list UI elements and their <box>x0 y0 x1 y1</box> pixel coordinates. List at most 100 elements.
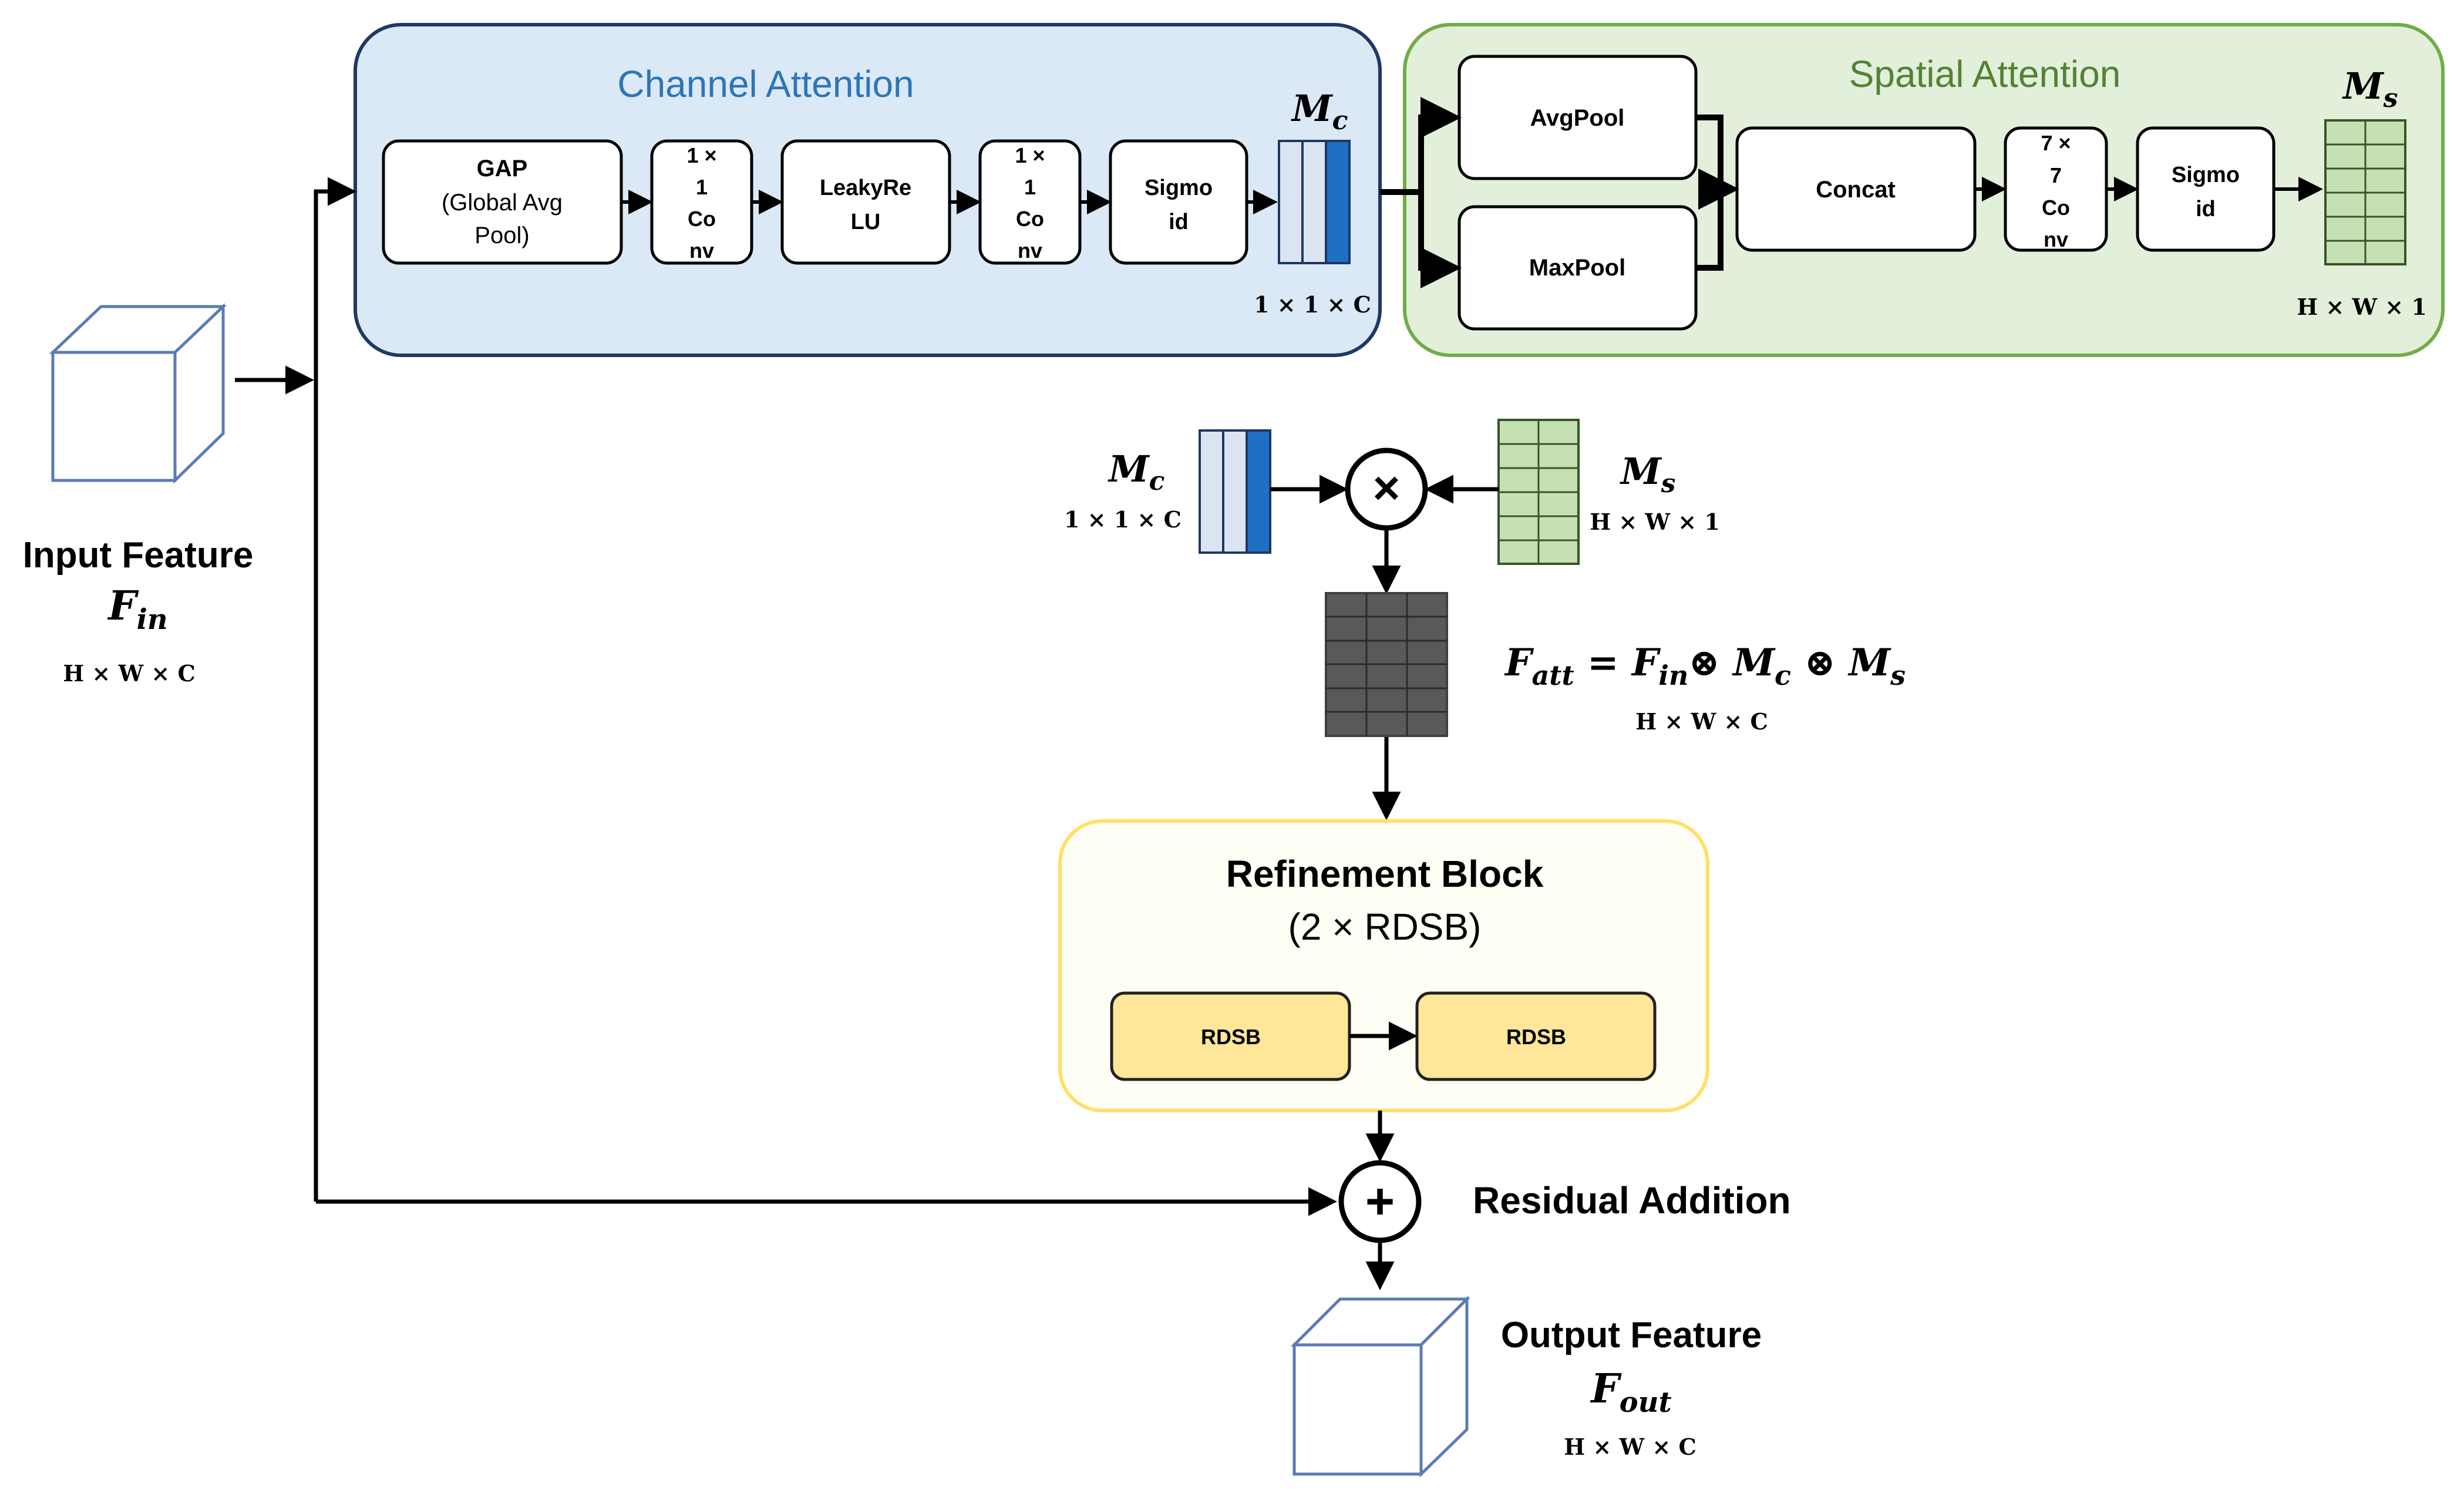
arrow-avgpool-to-concat <box>1696 115 1739 210</box>
mc-label-middle-sub: c <box>1149 466 1165 496</box>
maxpool-block: MaxPool <box>1457 205 1698 331</box>
spatial-sigmoid-label-line1: Sigmo <box>2172 163 2240 187</box>
mc-vector-top <box>1278 140 1351 264</box>
concat-label: Concat <box>1816 177 1896 203</box>
channel-sigmoid-box <box>1109 139 1248 265</box>
conv1x1-label-2-line1: 1 × <box>1015 143 1045 167</box>
spatial-attention-panel: Spatial Attention AvgPool MaxPool Concat… <box>1380 23 2445 357</box>
conv1x1-label-1-line2: 1 <box>696 175 708 199</box>
mc-label-middle: Mc <box>1108 448 1165 496</box>
output-feature-title: Output Feature <box>1501 1315 1762 1355</box>
mc-cell <box>1199 429 1224 554</box>
conv7x7-label-line1: 7 × <box>2041 131 2071 155</box>
fatt-map <box>1325 592 1448 737</box>
mc-cell <box>1278 140 1304 264</box>
spatial-sigmoid-box <box>2136 126 2276 252</box>
ms-map-middle-gridlines <box>1499 420 1578 564</box>
conv7x7-block: 7 × 7 Co nv <box>2004 126 2108 252</box>
input-feature-symbol: Fin <box>107 583 167 636</box>
eq-otimes2: ⊗ <box>1791 641 1836 685</box>
mc-label-middle-base: M <box>1108 448 1150 490</box>
conv7x7-label-line3: Co <box>2042 196 2070 220</box>
eq-f2: F <box>1631 641 1661 685</box>
conv1x1-block-1: 1 × 1 Co nv <box>650 139 753 265</box>
conv7x7-label-line4: nv <box>2044 227 2068 251</box>
residual-section: + Residual Addition <box>1338 1111 1791 1290</box>
eq-m2: M <box>1836 641 1891 685</box>
channel-sigmoid-block: Sigmo id <box>1109 139 1248 265</box>
channel-sigmoid-label-line1: Sigmo <box>1145 176 1213 200</box>
arrow-to-avgpool <box>1380 97 1462 195</box>
conv1x1-label-2-line4: nv <box>1018 238 1042 263</box>
fusion-section: Mc 1 × 1 × C Ms H × W × 1 × <box>1064 419 1906 820</box>
eq-equals: = <box>1574 641 1632 685</box>
output-feature-symbol: Fout <box>1590 1365 1671 1419</box>
input-cube <box>49 303 227 484</box>
ms-label-top-base: M <box>2342 65 2385 107</box>
eq-c: c <box>1775 660 1791 691</box>
channel-attention-title: Channel Attention <box>617 63 914 105</box>
eq-f: F <box>1504 641 1534 685</box>
residual-label: Residual Addition <box>1473 1179 1791 1222</box>
arrow-maxpool-to-concat <box>1696 189 1724 271</box>
maxpool-label: MaxPool <box>1529 255 1625 281</box>
gap-block: GAP (Global Avg Pool) <box>382 139 623 265</box>
input-branch-arrows <box>235 177 1337 1216</box>
ms-dims-middle: H × W × 1 <box>1590 509 1720 535</box>
output-feature-symbol-sub: out <box>1620 1386 1672 1419</box>
fatt-equation: Fatt = Fin⊗ Mc ⊗ Ms <box>1504 641 1906 691</box>
spatial-attention-title: Spatial Attention <box>1849 53 2121 95</box>
mc-dims-middle: 1 × 1 × C <box>1064 506 1181 533</box>
conv7x7-label-line2: 7 <box>2050 163 2062 187</box>
mc-vector-middle <box>1199 429 1271 554</box>
add-node: + <box>1338 1160 1422 1243</box>
ms-label-middle-sub: s <box>1661 469 1676 499</box>
mc-cell <box>1222 429 1248 554</box>
spatial-attention-arrows <box>1380 97 2323 288</box>
gap-label: GAP <box>477 156 528 181</box>
leaky-relu-block: LeakyRe LU <box>780 139 951 265</box>
input-feature-symbol-base: F <box>107 583 139 630</box>
eq-otimes1: ⊗ <box>1688 641 1720 685</box>
rdsb-block-2: RDSB <box>1415 991 1657 1081</box>
fusion-arrows <box>1270 475 1499 820</box>
eq-att: att <box>1531 660 1574 691</box>
gap-label-line2: (Global Avg <box>442 190 563 216</box>
input-feature-dims: H × W × C <box>63 660 195 687</box>
rdsb-label-2: RDSB <box>1506 1025 1566 1049</box>
input-feature: Input Feature Fin H × W × C <box>23 303 254 687</box>
eq-in: in <box>1658 660 1688 691</box>
input-feature-title: Input Feature <box>23 535 254 576</box>
ms-label-top-sub: s <box>2383 83 2398 113</box>
ms-dims-top: H × W × 1 <box>2297 294 2427 320</box>
conv1x1-label-1-line3: Co <box>688 207 716 231</box>
conv1x1-block-2: 1 × 1 Co nv <box>978 139 1082 265</box>
output-feature: Output Feature Fout H × W × C <box>1290 1295 1762 1478</box>
output-feature-symbol-base: F <box>1590 1365 1622 1412</box>
eq-s: s <box>1890 660 1906 691</box>
ms-map-middle <box>1497 419 1580 565</box>
arrow-input-to-channel <box>314 177 356 1202</box>
ms-map-top-gridlines <box>2325 120 2405 264</box>
conv1x1-label-2-line2: 1 <box>1024 175 1036 199</box>
ms-label-top: Ms <box>2342 65 2398 113</box>
refinement-block: Refinement Block (2 × RDSB) RDSB RDSB <box>1058 819 1709 1112</box>
rdsb-block-1: RDSB <box>1110 991 1351 1081</box>
channel-sigmoid-label-line2: id <box>1169 210 1189 234</box>
channel-attention-panel: Channel Attention GAP (Global Avg Pool) … <box>354 23 1382 357</box>
concat-block: Concat <box>1735 126 1977 252</box>
spatial-sigmoid-label-line2: id <box>2196 197 2216 221</box>
multiply-symbol: × <box>1373 462 1401 514</box>
refinement-title: Refinement Block <box>1226 853 1544 895</box>
mc-dims-top: 1 × 1 × C <box>1254 291 1371 318</box>
leaky-relu-box <box>780 139 951 265</box>
add-symbol: + <box>1365 1173 1395 1230</box>
output-feature-dims: H × W × C <box>1564 1434 1696 1460</box>
mc-cell <box>1325 140 1351 264</box>
fatt-map-gridlines <box>1326 593 1447 736</box>
multiply-node: × <box>1345 448 1428 531</box>
eq-m1: M <box>1720 641 1776 685</box>
spatial-sigmoid-block: Sigmo id <box>2136 126 2276 252</box>
